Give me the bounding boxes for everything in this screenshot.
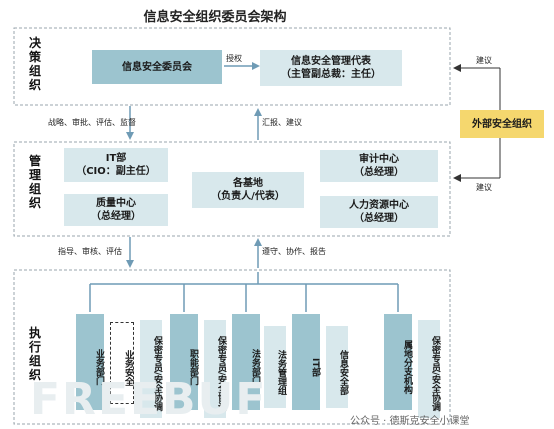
advise-top-label: 建议 [476,56,492,65]
it-execution-label: IT部 [310,357,320,377]
audit-center-box: 审计中心 （总经理） [320,150,438,182]
hr-center-title: 人力资源中心 [349,200,409,211]
secrecy-officer-2-label: 保密专员/安全协调 [216,336,226,412]
execution-frame [13,269,451,425]
functional-dept-label: 职能部门 [188,349,198,385]
watermark-logo: FREEBUF [30,374,268,425]
legal-dept-label: 法务部门 [250,349,260,385]
business-dept-label: 业务部门 [94,349,104,385]
layer-label-decision: 决策组织 [28,36,41,92]
quality-center-title: 质量中心 [96,198,136,209]
secrecy-officer-3-label: 保密专员/安全协调 [430,336,440,412]
watermark-text: 公众号 · 德斯克安全小课堂 [350,416,470,427]
secrecy-officer-3-box: 保密专员/安全协调 [418,320,440,418]
it-department-role: （CIO：副主任） [76,166,156,177]
branches-label: 属地分支机构 [402,340,412,394]
layer-label-management: 管理组织 [28,154,41,210]
bases-role: （负责人/代表） [211,191,285,202]
it-department-box: IT部 （CIO：副主任） [64,148,168,182]
external-security-box: 外部安全组织 [460,110,544,138]
hr-center-role: （总经理） [354,213,404,224]
comply-label: 遵守、协作、报告 [262,247,326,256]
page-title: 信息安全组织委员会架构 [143,10,287,25]
management-representative-box: 信息安全管理代表 （主管副总裁：主任） [260,50,402,86]
functional-dept-box: 职能部门 [170,314,198,410]
bases-title: 各基地 [233,178,263,189]
audit-center-title: 审计中心 [359,154,399,165]
quality-center-box: 质量中心 （总经理） [64,194,168,226]
branches-box: 属地分支机构 [384,314,412,410]
legal-dept-box: 法务部门 [232,314,260,410]
secrecy-officer-2-box: 保密专员/安全协调 [204,320,226,418]
advise-bottom-label: 建议 [476,183,492,192]
quality-center-role: （总经理） [91,211,141,222]
guide-label: 指导、审核、评估 [58,247,122,256]
legal-management-label: 法务管理组 [276,349,286,395]
info-security-dept-box: 信息安全部 [326,326,348,408]
business-security-box: 业务安全 [110,322,134,404]
layer-label-execution: 执行组织 [28,326,41,382]
secrecy-officer-1-box: 保密专员/安全协调 [140,320,162,418]
security-committee-label: 信息安全委员会 [122,61,192,73]
it-department-title: IT部 [105,153,127,164]
representative-title: 信息安全管理代表 [291,56,371,67]
representative-role: （主管副总裁：主任） [281,69,381,80]
security-committee-box: 信息安全委员会 [92,50,222,84]
decision-frame [13,27,451,106]
authorize-label: 授权 [226,54,242,63]
external-security-label: 外部安全组织 [472,118,532,130]
hr-center-box: 人力资源中心 （总经理） [320,196,438,228]
bases-box: 各基地 （负责人/代表） [192,172,304,208]
it-execution-box: IT部 [292,314,320,410]
management-frame [13,141,451,237]
legal-management-box: 法务管理组 [264,326,286,408]
secrecy-officer-1-label: 保密专员/安全协调 [152,336,162,412]
business-security-label: 业务安全 [123,350,133,386]
business-dept-box: 业务部门 [76,314,104,410]
strategy-label: 战略、审批、评估、监督 [48,118,136,127]
info-security-dept-label: 信息安全部 [338,349,348,395]
audit-center-role: （总经理） [354,167,404,178]
report-label: 汇报、建议 [262,118,302,127]
